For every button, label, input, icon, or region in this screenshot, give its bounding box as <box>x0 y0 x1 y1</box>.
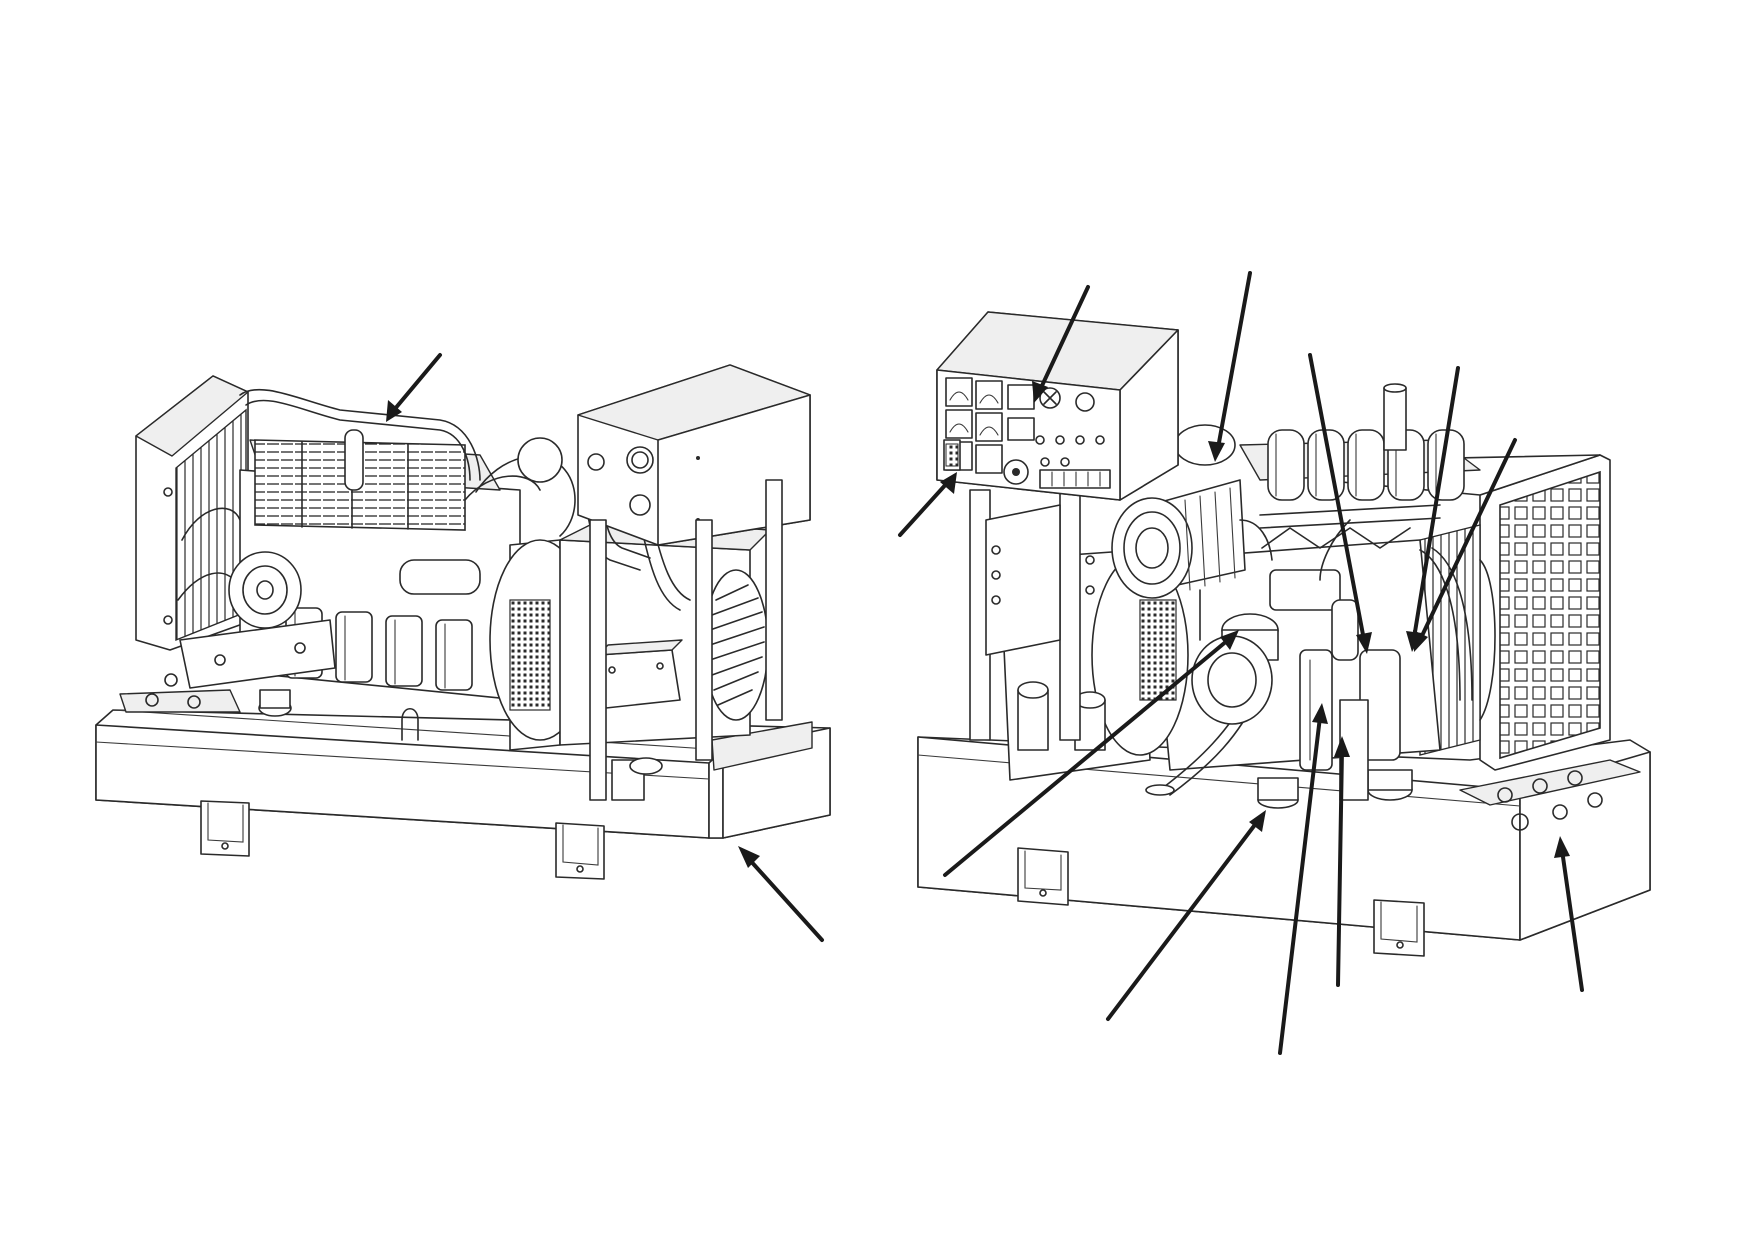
callout-arrow-oil-drain <box>1106 810 1266 1021</box>
callout-arrow-coolant <box>1413 438 1517 652</box>
callout-arrow-base-right <box>1554 836 1584 992</box>
callout-arrow-base-left <box>738 846 824 942</box>
engine-right <box>1145 383 1481 809</box>
base-frame-left <box>95 673 831 880</box>
panel-controls <box>1003 384 1111 489</box>
air-cleaner-right <box>1111 424 1273 641</box>
control-box-left <box>577 364 811 801</box>
callout-arrow-engine-mount <box>1334 736 1350 987</box>
callout-arrow-oil-filter <box>943 630 1239 877</box>
radiator-right <box>1319 454 1611 771</box>
callout-arrow-panel-switch <box>1032 285 1090 403</box>
engine-left <box>179 388 521 741</box>
callout-arrow-dipstick <box>1278 703 1328 1055</box>
callout-arrows <box>386 271 1584 1055</box>
callout-arrow-air-cleaner <box>1208 271 1252 462</box>
generator-set-right <box>917 311 1651 957</box>
rocker-cover-right <box>1267 429 1465 501</box>
radiator-left <box>135 375 249 651</box>
callout-arrow-intake <box>386 353 442 422</box>
alternator-right <box>969 489 1189 781</box>
control-panel-right <box>936 311 1179 501</box>
callout-arrow-panel-fuse <box>898 472 957 537</box>
callout-arrow-injection-pump <box>1308 353 1372 654</box>
alternator-grille-left <box>709 584 765 706</box>
charging-alternator-left <box>228 551 302 629</box>
generator-set-left <box>95 364 831 880</box>
base-frame-right <box>917 736 1651 957</box>
panel-gauges <box>945 377 1003 474</box>
